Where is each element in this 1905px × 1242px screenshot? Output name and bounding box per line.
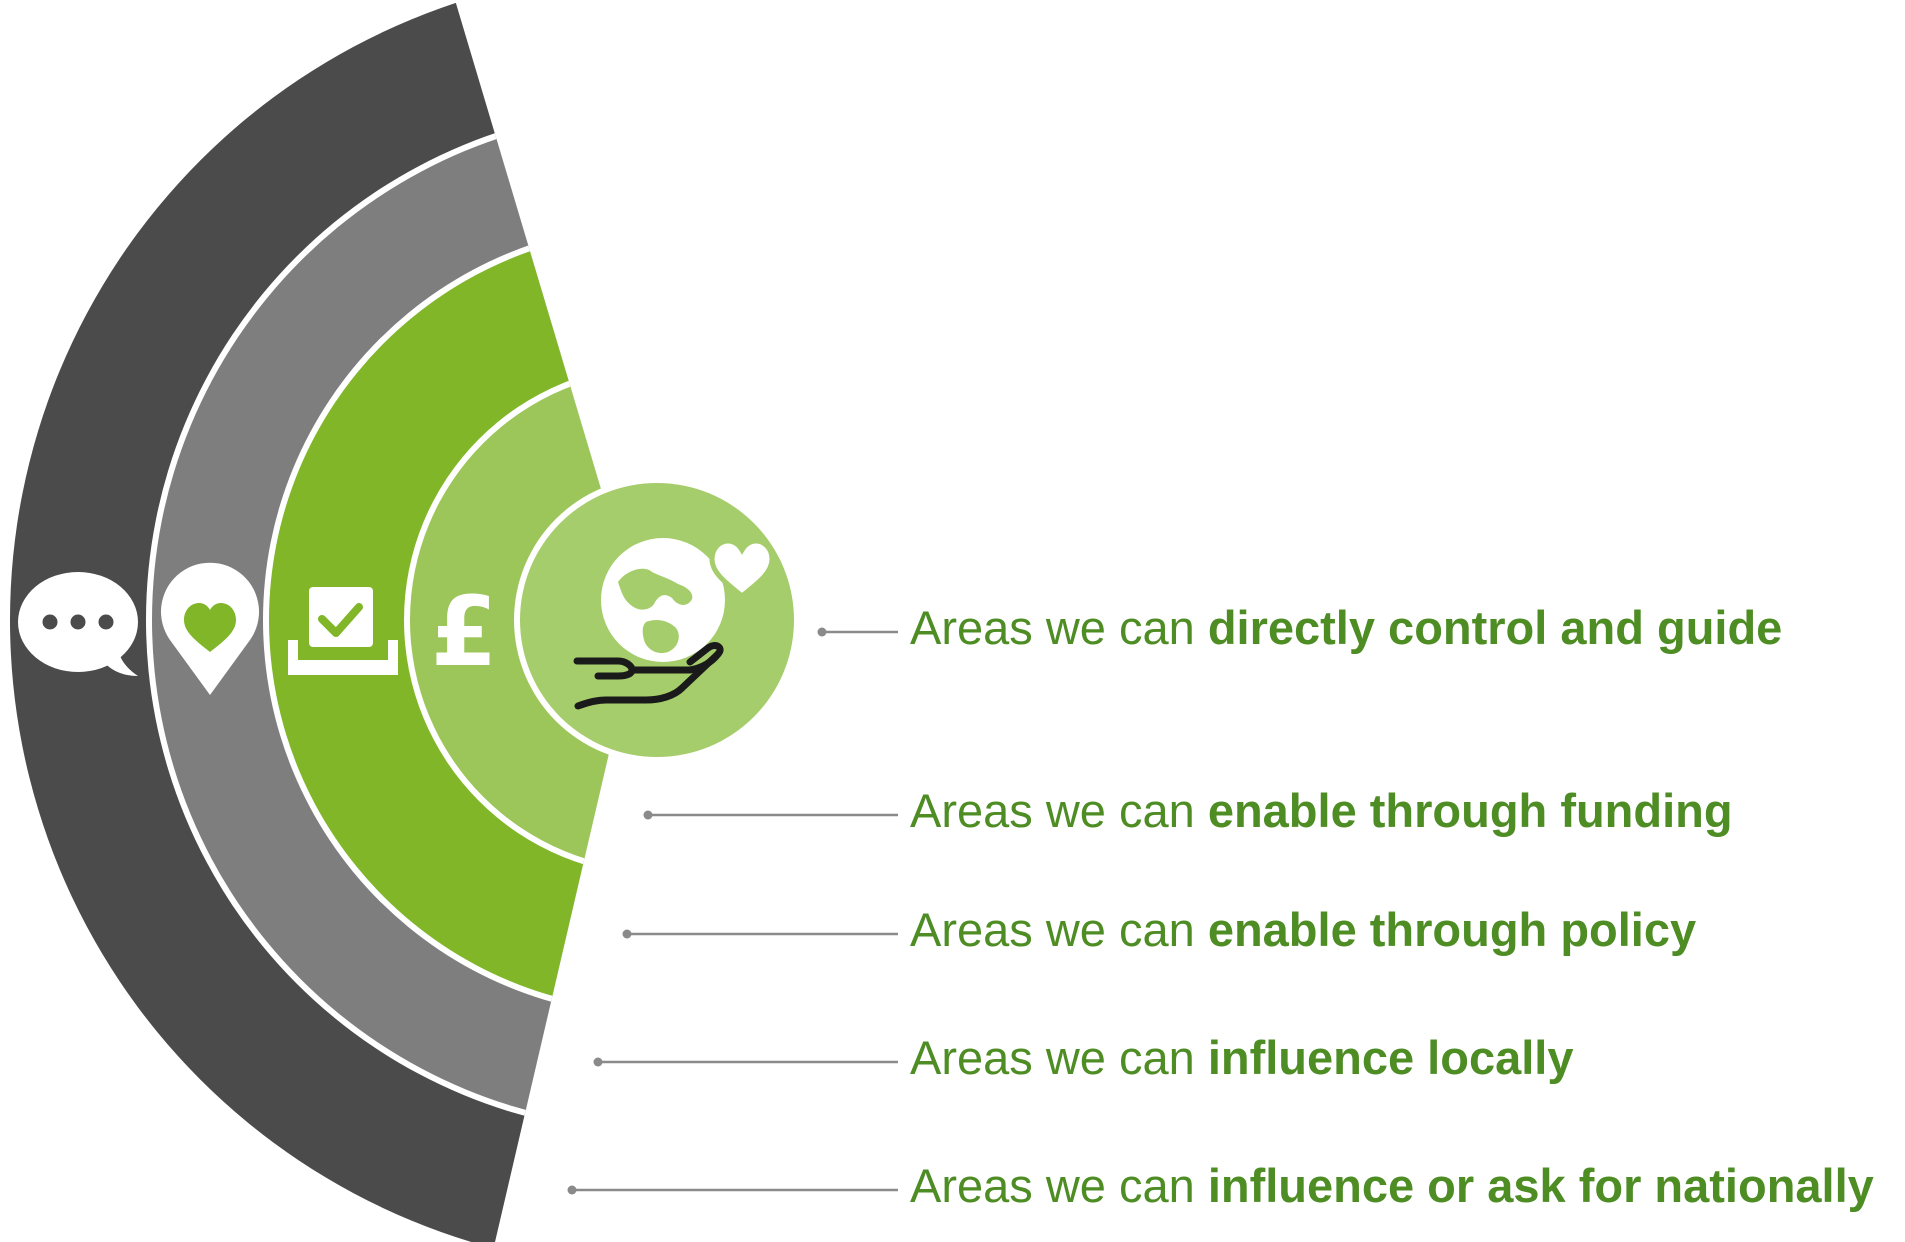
legend-item-emphasis: enable through funding — [1208, 784, 1733, 837]
legend-item-influence-nationally: Areas we can influence or ask for nation… — [910, 1159, 1874, 1212]
legend-item-influence-locally: Areas we can influence locally — [910, 1031, 1574, 1084]
leader-line-enable-funding — [643, 810, 898, 820]
legend-item-enable-funding: Areas we can enable through funding — [910, 784, 1733, 837]
legend-item-enable-policy: Areas we can enable through policy — [910, 903, 1696, 956]
leader-lines — [567, 627, 898, 1195]
legend-item-prefix: Areas we can — [910, 784, 1208, 837]
leader-line-directly-control — [817, 627, 898, 637]
heart-location-pin-icon — [160, 562, 259, 695]
ballot-box-icon — [288, 587, 398, 675]
leader-line-influence-locally — [593, 1057, 898, 1067]
rings-group — [10, 0, 640, 1242]
leader-line-enable-policy — [622, 929, 898, 939]
legend-item-prefix: Areas we can — [910, 903, 1208, 956]
pound-sign-icon: £ — [431, 576, 498, 688]
hand-holding-globe-with-heart-icon — [573, 538, 775, 710]
legend-item-prefix: Areas we can — [910, 601, 1208, 654]
ring-enable-through-policy — [269, 229, 640, 1011]
legend-item-prefix: Areas we can — [910, 1159, 1208, 1212]
leader-line-influence-nationally — [567, 1185, 898, 1195]
legend-item-emphasis: influence locally — [1208, 1031, 1574, 1084]
legend-item-prefix: Areas we can — [910, 1031, 1208, 1084]
ring-enable-through-funding — [410, 370, 640, 870]
legend-item-directly-control: Areas we can directly control and guide — [910, 601, 1782, 654]
legend-item-emphasis: directly control and guide — [1208, 601, 1783, 654]
legend-item-emphasis: enable through policy — [1208, 903, 1696, 956]
legend-labels: Areas we can directly control and guide … — [910, 601, 1874, 1212]
legend-item-emphasis: influence or ask for nationally — [1208, 1159, 1874, 1212]
speech-bubble-icon — [18, 572, 138, 676]
